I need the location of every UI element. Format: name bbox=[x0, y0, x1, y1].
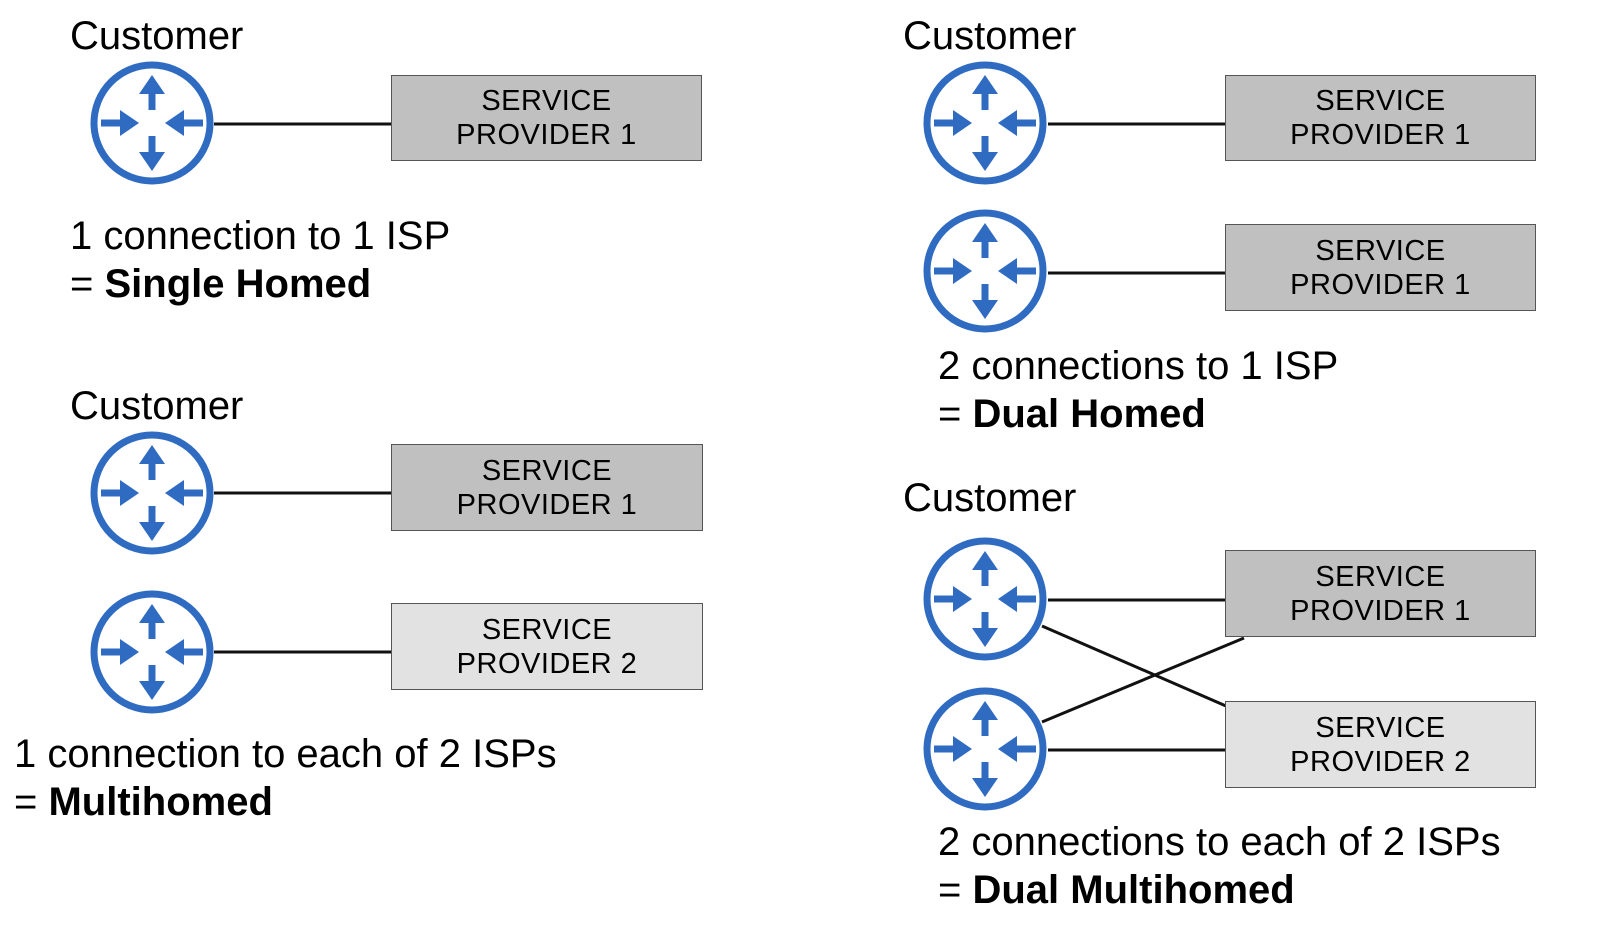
provider-line2: PROVIDER 1 bbox=[1290, 268, 1471, 301]
provider-line2: PROVIDER 1 bbox=[1290, 594, 1471, 627]
description-line1: 2 connections to 1 ISP bbox=[938, 344, 1339, 388]
dual-multihomed-customer-label: Customer bbox=[903, 476, 1077, 520]
description-term: Single Homed bbox=[104, 262, 372, 306]
dual-multihomed-service-provider-1: SERVICE PROVIDER 1 bbox=[1225, 550, 1536, 637]
provider-line1: SERVICE bbox=[481, 613, 613, 646]
dual-homed-service-provider-1: SERVICE PROVIDER 1 bbox=[1225, 75, 1536, 161]
provider-line2: PROVIDER 2 bbox=[456, 647, 638, 680]
provider-line1: SERVICE bbox=[481, 85, 612, 117]
dual-homed-service-provider-1-second: SERVICE PROVIDER 1 bbox=[1225, 224, 1536, 311]
router-icon bbox=[920, 206, 1050, 336]
router-icon bbox=[920, 684, 1050, 814]
router-icon bbox=[87, 58, 217, 188]
provider-line2: PROVIDER 1 bbox=[456, 488, 638, 521]
description-prefix: = bbox=[938, 868, 973, 912]
provider-line1: SERVICE bbox=[1315, 560, 1446, 593]
dual-homed-customer-label: Customer bbox=[903, 14, 1077, 58]
description-term: Multihomed bbox=[48, 780, 273, 824]
provider-line1: SERVICE bbox=[481, 454, 613, 487]
provider-line1: SERVICE bbox=[1315, 85, 1446, 117]
provider-line1: SERVICE bbox=[1315, 711, 1446, 744]
multihomed-description: 1 connection to each of 2 ISPs = Multiho… bbox=[14, 730, 557, 826]
description-line1: 2 connections to each of 2 ISPs bbox=[938, 820, 1501, 864]
dual-multihomed-service-provider-2: SERVICE PROVIDER 2 bbox=[1225, 701, 1536, 788]
single-homed-service-provider-1: SERVICE PROVIDER 1 bbox=[391, 75, 702, 161]
single-homed-customer-label: Customer bbox=[70, 14, 244, 58]
description-term: Dual Multihomed bbox=[972, 868, 1295, 912]
single-homed-description: 1 connection to 1 ISP = Single Homed bbox=[70, 212, 450, 308]
description-prefix: = bbox=[938, 392, 973, 436]
description-line1: 1 connection to each of 2 ISPs bbox=[14, 732, 557, 776]
description-line1: 1 connection to 1 ISP bbox=[70, 214, 451, 258]
provider-line1: SERVICE bbox=[1315, 234, 1446, 267]
multihomed-service-provider-1: SERVICE PROVIDER 1 bbox=[391, 444, 703, 531]
provider-line2: PROVIDER 1 bbox=[1290, 119, 1471, 151]
router-icon bbox=[87, 428, 217, 558]
router-icon bbox=[920, 534, 1050, 664]
provider-line2: PROVIDER 1 bbox=[456, 119, 637, 151]
dual-homed-description: 2 connections to 1 ISP = Dual Homed bbox=[938, 342, 1338, 438]
link-dual-multihomed-r2-sp1 bbox=[1041, 636, 1245, 724]
router-icon bbox=[920, 58, 1050, 188]
router-icon bbox=[87, 587, 217, 717]
provider-line2: PROVIDER 2 bbox=[1290, 745, 1471, 778]
description-prefix: = bbox=[70, 262, 105, 306]
dual-multihomed-description: 2 connections to each of 2 ISPs = Dual M… bbox=[938, 818, 1501, 914]
description-prefix: = bbox=[14, 780, 49, 824]
link-dual-multihomed-r1-sp2 bbox=[1041, 624, 1227, 708]
multihomed-customer-label: Customer bbox=[70, 384, 244, 428]
description-term: Dual Homed bbox=[972, 392, 1206, 436]
multihomed-service-provider-2: SERVICE PROVIDER 2 bbox=[391, 603, 703, 690]
